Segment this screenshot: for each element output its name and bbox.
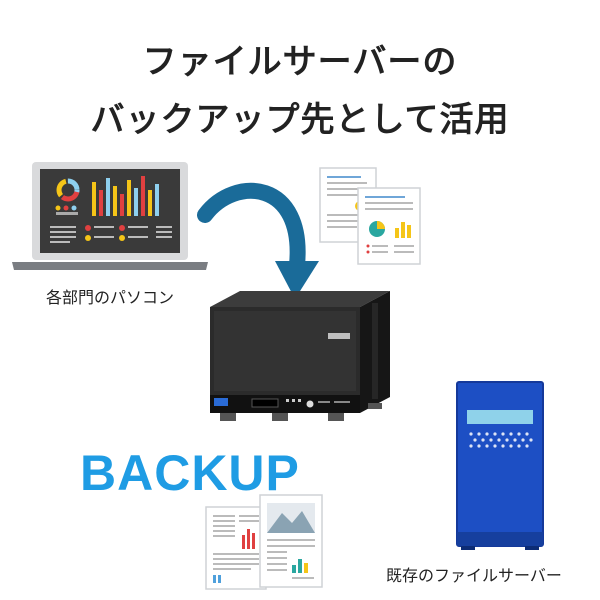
nas-device-icon [210, 291, 390, 421]
title-line-1: ファイルサーバーの [142, 42, 458, 82]
backup-label: BACKUP [80, 445, 300, 501]
curved-arrow-icon [197, 182, 319, 299]
title-line-2: バックアップ先として活用 [90, 100, 510, 140]
document-stack-icon [319, 167, 421, 265]
document-stack-icon [205, 494, 323, 590]
laptop-icon [12, 162, 208, 270]
server-label: 既存のファイルサーバー [386, 566, 562, 585]
tower-server-icon [456, 381, 544, 550]
laptop-label: 各部門のパソコン [46, 288, 175, 307]
